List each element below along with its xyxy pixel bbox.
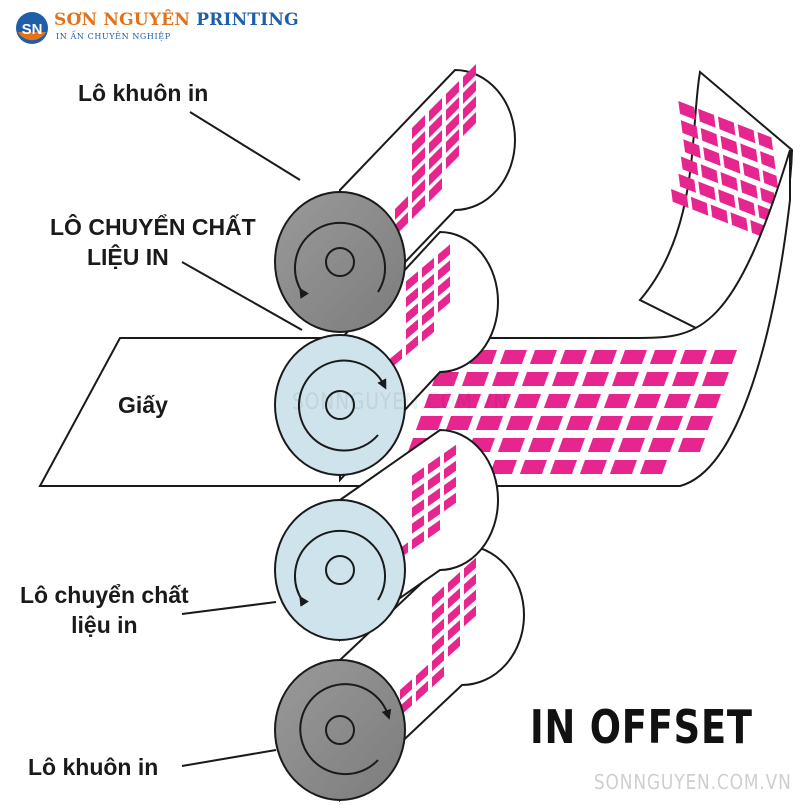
logo-mark: SN (22, 21, 43, 38)
print-cell (655, 416, 683, 430)
print-cell (609, 460, 637, 474)
paper-sheet (38, 149, 791, 487)
print-cell (573, 394, 601, 408)
print-cell (475, 416, 503, 430)
print-cell (603, 394, 631, 408)
print-cell (693, 394, 721, 408)
print-cell (551, 372, 579, 386)
print-cell (587, 438, 615, 452)
label-blanket-bottom-line2: liệu in (71, 612, 138, 638)
sn-logo-icon: SN (16, 12, 48, 44)
leader-plate-top (189, 111, 301, 181)
roller-plate-bottom (274, 543, 525, 803)
print-cell (581, 372, 609, 386)
website-url: SONNGUYEN.COM.VN (594, 770, 792, 794)
print-cell (559, 350, 587, 364)
print-cell (499, 350, 527, 364)
print-cell (565, 416, 593, 430)
print-cell (625, 416, 653, 430)
print-cell (519, 460, 547, 474)
print-cell (535, 416, 563, 430)
print-cell (677, 438, 705, 452)
print-cell (497, 438, 525, 452)
print-cell (619, 350, 647, 364)
print-cell (589, 350, 617, 364)
leader-blanket-top (181, 261, 303, 331)
print-cell (647, 438, 675, 452)
print-cell (415, 416, 443, 430)
print-cell (461, 372, 489, 386)
label-plate-top: Lô khuôn in (78, 80, 209, 106)
print-cell (527, 438, 555, 452)
diagram-title: IN OFFSET (530, 700, 753, 754)
roller-blanket-top (274, 230, 499, 483)
print-cell (529, 350, 557, 364)
label-plate-bottom: Lô khuôn in (28, 754, 159, 780)
print-cell (489, 460, 517, 474)
label-paper: Giấy (118, 392, 168, 418)
print-cell (513, 394, 541, 408)
print-cell (685, 416, 713, 430)
paper-curl-print-grid (671, 100, 779, 239)
print-cell (431, 372, 459, 386)
print-cell (679, 350, 707, 364)
watermark: SONNGUYEN.COM.VN (292, 390, 509, 415)
logo-tagline: IN ẤN CHUYÊN NGHIỆP (56, 32, 171, 41)
roller-blanket-bottom (274, 428, 499, 642)
print-cell (579, 460, 607, 474)
print-cell (701, 372, 729, 386)
label-blanket-bottom: Lô chuyển chất liệu in (20, 580, 189, 640)
print-cell (709, 350, 737, 364)
print-cell (649, 350, 677, 364)
roller-plate-top (274, 64, 516, 333)
label-blanket-top-line2: LIỆU IN (86, 244, 169, 270)
print-cell (543, 394, 571, 408)
print-cell (663, 394, 691, 408)
logo-brand-name: SƠN NGUYÊN PRINTING (54, 10, 299, 30)
print-cell (483, 394, 511, 408)
print-cell (633, 394, 661, 408)
print-cell (611, 372, 639, 386)
label-blanket-top-line1: LÔ CHUYỂN CHẤT (50, 214, 256, 240)
print-cell (639, 460, 667, 474)
print-cell (595, 416, 623, 430)
print-cell (671, 372, 699, 386)
brand-logo: SN SƠN NGUYÊN PRINTING IN ẤN CHUYÊN NGHI… (14, 8, 299, 48)
logo-brand: SƠN NGUYÊN (54, 10, 191, 30)
print-cell (491, 372, 519, 386)
print-cell (453, 394, 481, 408)
print-cell (445, 416, 473, 430)
print-cell (641, 372, 669, 386)
leader-plate-bottom (181, 749, 277, 767)
label-blanket-top: LÔ CHUYỂN CHẤT LIỆU IN (50, 212, 256, 272)
label-blanket-bottom-line1: Lô chuyển chất (20, 582, 189, 608)
logo-brand-suffix: PRINTING (196, 10, 299, 30)
print-cell (617, 438, 645, 452)
leader-blanket-bottom (181, 601, 277, 615)
print-cell (505, 416, 533, 430)
leader-lines (181, 111, 303, 767)
print-cell (549, 460, 577, 474)
print-cell (521, 372, 549, 386)
print-cell (557, 438, 585, 452)
print-cell (423, 394, 451, 408)
